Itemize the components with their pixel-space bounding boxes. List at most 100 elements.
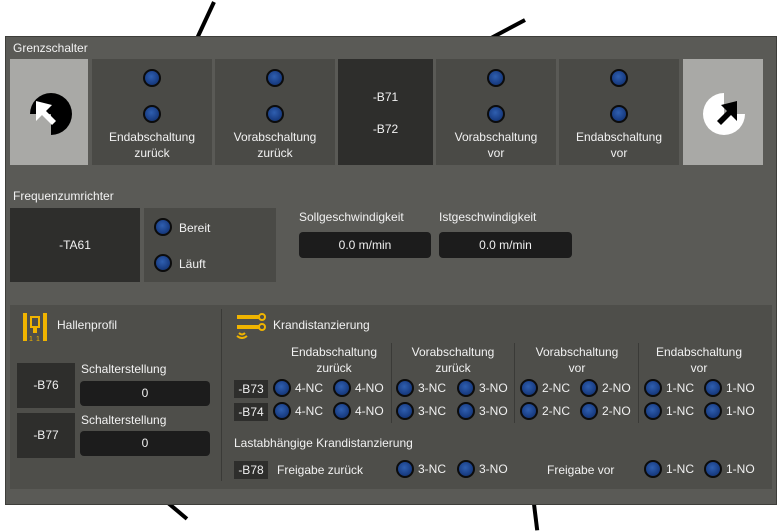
contact-indicator: 3-NO: [457, 402, 508, 420]
contact-label: 1-NC: [666, 404, 695, 418]
contact-label: 1-NO: [726, 381, 755, 395]
device-id-b77: -B77: [17, 413, 75, 458]
contact-label: 4-NO: [355, 381, 384, 395]
contact-label: 3-NO: [479, 381, 508, 395]
switch-position-value: 0: [80, 381, 210, 406]
section-divider: [221, 309, 222, 481]
status-led: [333, 379, 351, 397]
limit-end-back-tile: Endabschaltung zurück: [92, 59, 212, 165]
tile-label: Endabschaltung zurück: [108, 130, 196, 160]
contact-label: 3-NO: [479, 462, 508, 476]
status-led: [143, 69, 161, 87]
set-speed-label: Sollgeschwindigkeit: [299, 210, 404, 224]
contact-indicator: 4-NC: [273, 402, 323, 420]
converter-status-tile: Bereit Läuft: [144, 208, 276, 282]
status-led: [457, 402, 475, 420]
release-forward-label: Freigabe vor: [547, 463, 615, 477]
contact-indicator: 4-NC: [273, 379, 323, 397]
contact-indicator: 2-NO: [580, 379, 631, 397]
svg-text:1: 1: [36, 336, 40, 342]
device-id-b78: -B78: [234, 461, 268, 479]
column-header: Vorabschaltung vor: [535, 345, 619, 375]
travel-forward-button[interactable]: [683, 59, 763, 165]
travel-back-button[interactable]: [10, 59, 88, 165]
hall-profile-icon: 1 1: [23, 313, 47, 342]
contact-indicator: 2-NC: [520, 402, 570, 420]
status-led: [580, 379, 598, 397]
status-led: [644, 402, 662, 420]
contact-indicator: 1-NC: [644, 402, 694, 420]
device-id-b71: -B71: [372, 90, 399, 104]
device-id-b73: -B73: [234, 380, 268, 398]
contact-label: 4-NC: [295, 404, 324, 418]
limit-pre-forward-tile: Vorabschaltung vor: [436, 59, 556, 165]
contact-indicator: 4-NO: [333, 402, 384, 420]
contact-indicator: 3-NC: [396, 402, 446, 420]
contact-indicator: 4-NO: [333, 379, 384, 397]
main-panel: Grenzschalter Endabschaltung zurück Vora…: [5, 36, 777, 505]
status-led: [457, 460, 475, 478]
device-id-b72: -B72: [372, 122, 399, 136]
contact-indicator: 3-NC: [396, 460, 446, 478]
arrow-forward-icon: [703, 93, 745, 135]
contact-indicator: 2-NO: [580, 402, 631, 420]
contact-label: 1-NO: [726, 404, 755, 418]
status-led: [273, 379, 291, 397]
running-led: [154, 254, 172, 272]
status-led: [333, 402, 351, 420]
device-id-b76: -B76: [17, 363, 75, 408]
ready-led: [154, 218, 172, 236]
status-led: [704, 379, 722, 397]
contact-indicator: 1-NO: [704, 460, 755, 478]
contact-label: 2-NO: [602, 404, 631, 418]
contact-label: 2-NC: [542, 404, 571, 418]
status-led: [273, 402, 291, 420]
column-header: Vorabschaltung zurück: [411, 345, 495, 375]
lower-section: 1 1 Hallenprofil -B76 Schalterstellung 0…: [10, 305, 772, 489]
contact-indicator: 2-NC: [520, 379, 570, 397]
limit-switch-title: Grenzschalter: [13, 41, 88, 55]
contact-indicator: 1-NO: [704, 402, 755, 420]
status-led: [487, 105, 505, 123]
device-id-b74: -B74: [234, 403, 268, 421]
hall-profile-title: Hallenprofil: [57, 318, 118, 332]
contact-indicator: 1-NC: [644, 460, 694, 478]
status-led: [487, 69, 505, 87]
status-led: [520, 402, 538, 420]
column-divider: [638, 343, 639, 423]
status-led: [396, 402, 414, 420]
status-led: [610, 69, 628, 87]
status-led: [520, 379, 538, 397]
crane-distance-title: Krandistanzierung: [273, 318, 370, 332]
ready-label: Bereit: [179, 221, 211, 235]
switch-position-value: 0: [80, 431, 210, 456]
status-led: [266, 69, 284, 87]
contact-indicator: 3-NO: [457, 379, 508, 397]
actual-speed-value: 0.0 m/min: [439, 232, 572, 258]
contact-label: 3-NC: [418, 404, 447, 418]
contact-label: 4-NO: [355, 404, 384, 418]
contact-label: 1-NC: [666, 381, 695, 395]
converter-id-tile: -TA61: [10, 208, 140, 282]
column-divider: [391, 343, 392, 423]
status-led: [580, 402, 598, 420]
limit-switch-ids: -B71 -B72: [338, 59, 433, 165]
contact-indicator: 1-NO: [704, 379, 755, 397]
status-led: [610, 105, 628, 123]
set-speed-value: 0.0 m/min: [299, 232, 431, 258]
column-header: Endabschaltung vor: [655, 345, 743, 375]
contact-label: 1-NC: [666, 462, 695, 476]
status-led: [644, 460, 662, 478]
status-led: [266, 105, 284, 123]
status-led: [457, 379, 475, 397]
status-led: [644, 379, 662, 397]
tile-label: Vorabschaltung vor: [454, 130, 538, 160]
status-led: [704, 460, 722, 478]
contact-label: 4-NC: [295, 381, 324, 395]
status-led: [396, 460, 414, 478]
load-distance-title: Lastabhängige Krandistanzierung: [234, 436, 413, 450]
contact-label: 3-NO: [479, 404, 508, 418]
status-led: [704, 402, 722, 420]
contact-indicator: 3-NO: [457, 460, 508, 478]
status-led: [143, 105, 161, 123]
